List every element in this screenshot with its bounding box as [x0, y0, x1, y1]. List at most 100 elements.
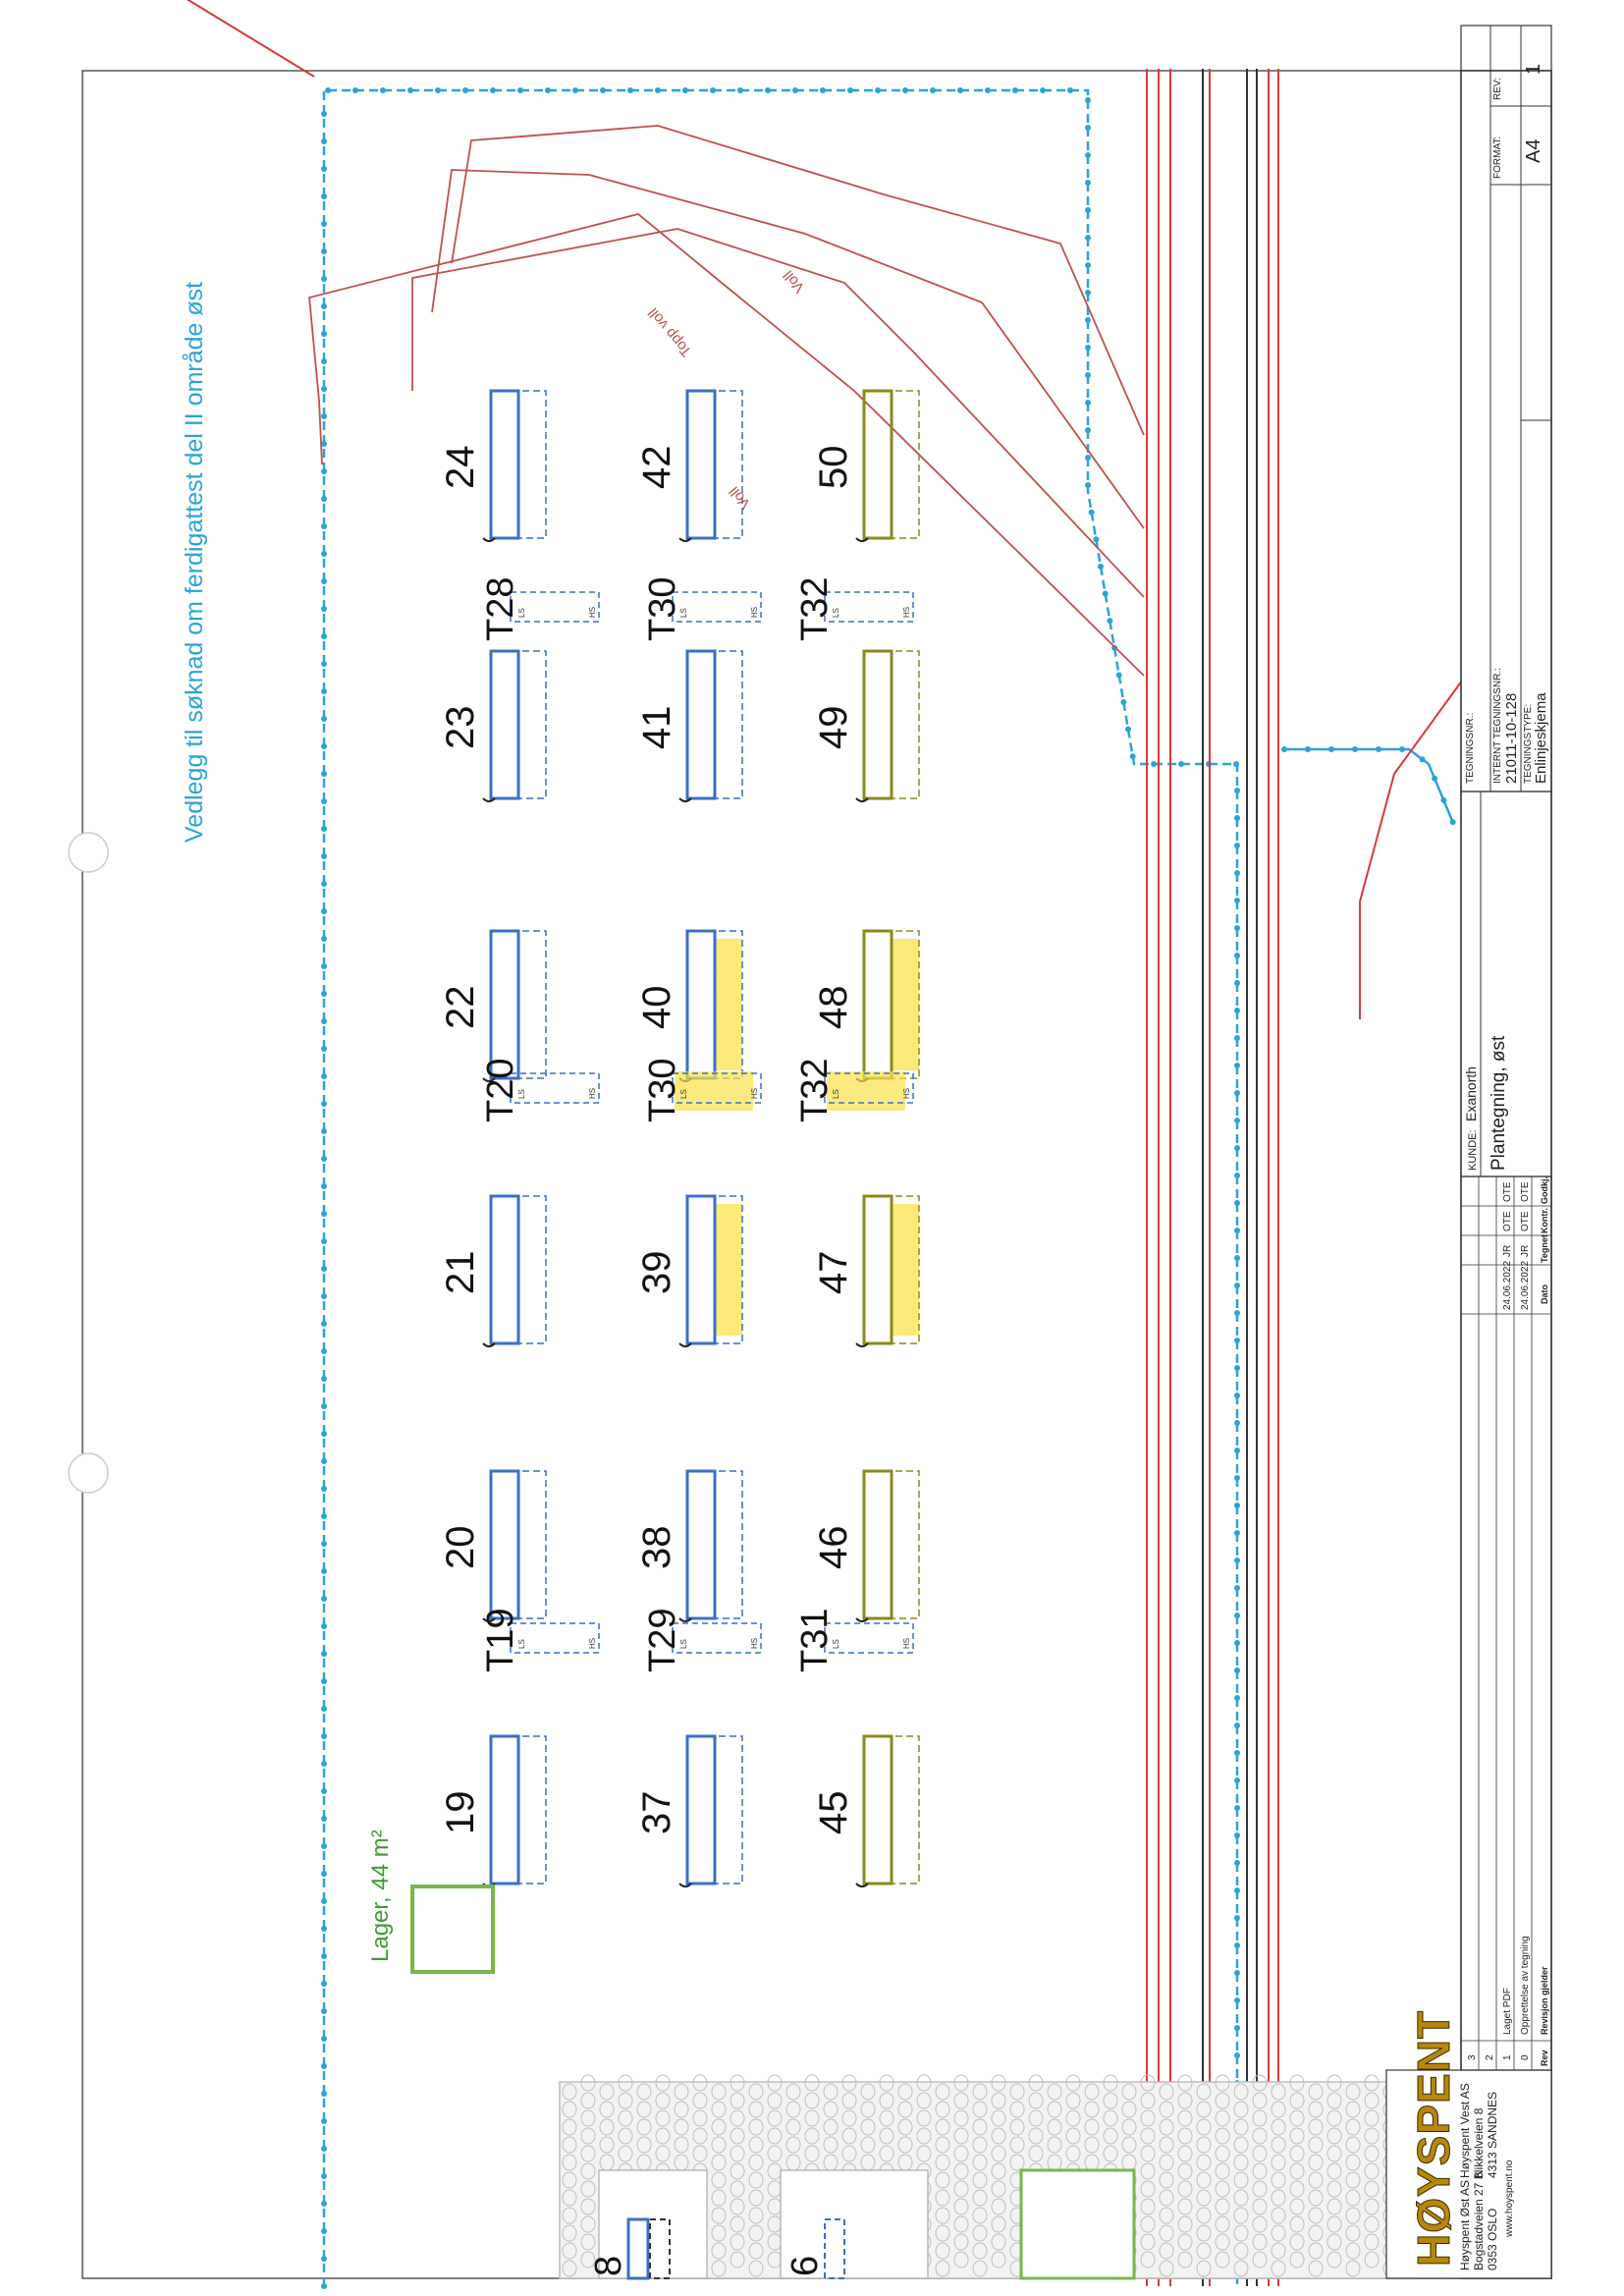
fence-post	[1449, 819, 1456, 826]
fence-post	[321, 2228, 327, 2234]
ls-tag: LS	[517, 1639, 526, 1649]
voll-label-2: Voll	[726, 483, 754, 512]
fence-post	[1085, 125, 1091, 131]
solar-unit-19: 19	[439, 1734, 547, 1887]
fence-post	[1234, 925, 1240, 932]
drawing-frame	[81, 70, 1552, 2279]
fence-post	[1102, 590, 1109, 597]
fence-post	[1234, 1722, 1240, 1729]
fence-post	[847, 87, 853, 93]
fence-post	[1234, 1942, 1240, 1949]
fence-post	[321, 386, 327, 392]
fence-post	[321, 1183, 327, 1189]
drawing-title: Plantegning, øst	[1489, 1035, 1509, 1171]
format-value: A4	[1523, 139, 1544, 163]
fence-post	[321, 276, 327, 282]
fence-post	[321, 661, 327, 667]
fence-post	[321, 1678, 327, 1684]
solar-unit-41: 41	[635, 649, 743, 802]
fence-post	[1234, 2025, 1240, 2032]
fence-post	[572, 87, 578, 93]
unit-number-22: 22	[439, 986, 482, 1030]
fence-post	[1234, 1750, 1240, 1757]
solar-unit-49: 49	[812, 649, 920, 802]
fence-post	[1234, 1228, 1240, 1234]
svg-text:OTE: OTE	[1520, 1211, 1531, 1231]
ls-tag: LS	[832, 608, 840, 618]
fence-post	[1085, 235, 1091, 241]
fence-post	[1234, 2052, 1240, 2059]
fence-post	[1234, 1530, 1240, 1537]
fence-post	[1234, 1255, 1240, 1262]
fence-post	[1440, 796, 1447, 803]
internal-no: 21011-10-128	[1503, 693, 1520, 784]
transformer-label: T28	[480, 577, 521, 641]
fence-post	[321, 523, 327, 529]
fence-post	[1234, 1915, 1240, 1922]
solar-unit-20: 20	[439, 1469, 547, 1622]
fence-post	[627, 87, 633, 93]
solar-unit-24: 24	[439, 389, 547, 542]
fence-post	[490, 87, 496, 93]
solar-unit-42: 42	[635, 389, 743, 542]
fence-post	[321, 797, 327, 804]
svg-text:JR: JR	[1520, 1245, 1531, 1257]
fence-post	[1234, 788, 1240, 794]
fence-post	[902, 87, 908, 93]
fence-post	[545, 87, 551, 93]
corner-units	[626, 2217, 845, 2280]
unit-number-37: 37	[635, 1791, 678, 1835]
solar-unit-21: 21	[439, 1194, 547, 1347]
type-value: Enlinjeskjema	[1533, 692, 1549, 784]
solar-unit-23: 23	[439, 649, 547, 802]
fence-post	[321, 1733, 327, 1739]
rev-label: REV:	[1492, 78, 1503, 100]
fence-post	[1234, 1283, 1240, 1289]
fence-post	[1419, 756, 1426, 763]
fence-post	[1234, 1420, 1240, 1427]
fence-post	[1234, 1338, 1240, 1344]
svg-text:24.06.2022: 24.06.2022	[1520, 1261, 1531, 1310]
fence-post	[321, 1431, 327, 1437]
fence-post	[1234, 1173, 1240, 1179]
fence-post	[1085, 290, 1091, 296]
fence-post	[321, 1596, 327, 1602]
revision-row-2: 2	[1485, 2054, 1495, 2060]
unit-number-41: 41	[635, 706, 678, 750]
fence-post	[1234, 1805, 1240, 1812]
fence-post	[1085, 152, 1091, 158]
fence-post	[321, 688, 327, 694]
fence-post	[1305, 746, 1311, 752]
svg-text:Opprettelse av tegning: Opprettelse av tegning	[1520, 1936, 1531, 2035]
fence-post	[1234, 1365, 1240, 1372]
fence-post	[1328, 746, 1334, 752]
fence-post	[517, 87, 523, 93]
fence-post	[1234, 898, 1240, 904]
fence-post	[1234, 843, 1240, 849]
fence-post	[321, 2036, 327, 2042]
fence-post	[1107, 618, 1113, 625]
svg-text:Rev: Rev	[1540, 2050, 1549, 2066]
storage-label: Lager, 44 m²	[367, 1830, 394, 1962]
svg-text:OTE: OTE	[1502, 1211, 1513, 1231]
fence-post	[321, 1376, 327, 1382]
svg-text:2: 2	[1485, 2054, 1495, 2060]
fence-post	[1234, 1310, 1240, 1317]
fence-post	[321, 936, 327, 942]
fence-post	[1234, 1200, 1240, 1207]
fence-post	[1233, 761, 1240, 767]
fence-post	[321, 441, 327, 447]
type-label: TEGNINGSTYPE:	[1523, 704, 1534, 784]
hs-tag: HS	[588, 1638, 597, 1649]
unit-number-49: 49	[812, 706, 855, 750]
fence-post	[1234, 1145, 1240, 1152]
fence-post	[1067, 87, 1073, 93]
fence-post	[321, 578, 327, 584]
fence-post	[985, 87, 991, 93]
hs-tag: HS	[588, 1088, 597, 1099]
fence-post	[321, 1871, 327, 1877]
